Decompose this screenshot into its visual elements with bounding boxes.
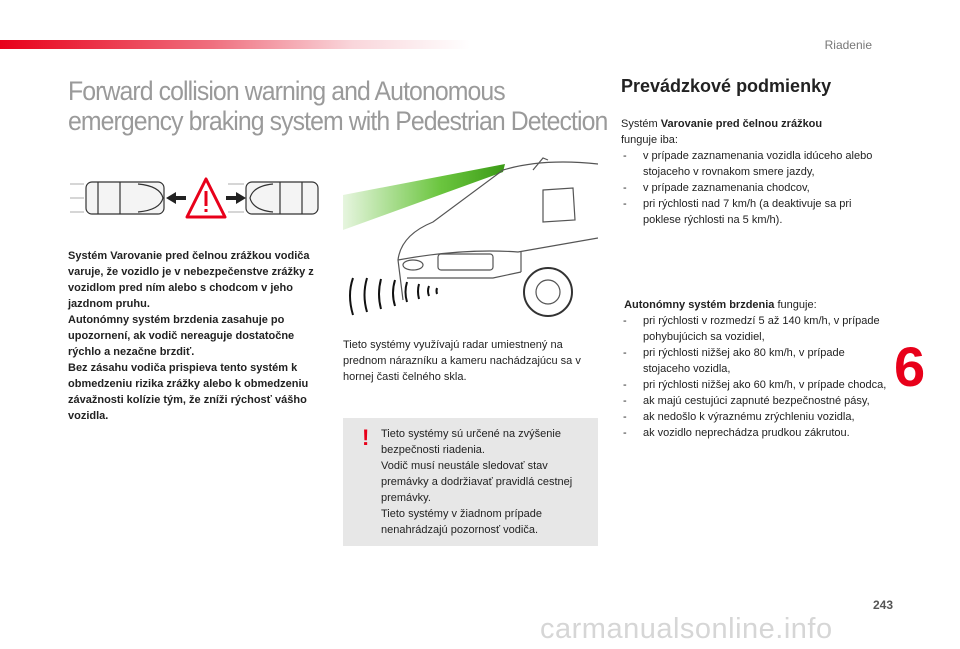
section-title: Riadenie bbox=[824, 38, 872, 52]
list-item: v prípade zaznamenania vozidla idúceho a… bbox=[621, 148, 881, 180]
fcw-intro-prefix: Systém bbox=[621, 118, 661, 130]
aeb-conditions: Autonómny systém brzdenia funguje: pri r… bbox=[621, 297, 891, 441]
fcw-intro: Systém Varovanie pred čelnou zrážkou fun… bbox=[621, 116, 881, 148]
van-right-icon bbox=[228, 181, 319, 215]
list-item: pri rýchlosti nad 7 km/h (a deaktivuje s… bbox=[621, 196, 881, 228]
warning-line: Tieto systémy v žiadnom prípade nenahrád… bbox=[381, 508, 542, 536]
system-description: Systém Varovanie pred čelnou zrážkou vod… bbox=[68, 248, 328, 424]
radar-camera-illustration bbox=[343, 157, 598, 317]
watermark: carmanualsonline.info bbox=[540, 613, 833, 645]
list-item: pri rýchlosti nižšej ako 60 km/h, v príp… bbox=[621, 377, 891, 393]
van-left-icon bbox=[70, 181, 165, 215]
description-paragraph: Systém Varovanie pred čelnou zrážkou vod… bbox=[68, 250, 314, 310]
list-item: ak nedošlo k výraznému zrýchleniu vozidl… bbox=[621, 409, 891, 425]
list-item: v prípade zaznamenania chodcov, bbox=[621, 180, 881, 196]
radar-waves bbox=[349, 277, 438, 316]
aeb-intro: Autonómny systém brzdenia funguje: bbox=[621, 297, 891, 313]
exclamation-icon: ! bbox=[362, 425, 370, 450]
camera-beam bbox=[343, 164, 505, 230]
warning-triangle-icon bbox=[185, 177, 227, 219]
warning-text: Tieto systémy sú určené na zvýšenie bezp… bbox=[381, 426, 591, 538]
warning-box: ! Tieto systémy sú určené na zvýšenie be… bbox=[343, 418, 598, 546]
operating-conditions-heading: Prevádzkové podmienky bbox=[621, 76, 832, 96]
page-title-line-2: emergency braking system with Pedestrian… bbox=[68, 106, 608, 136]
fcw-condition-list: v prípade zaznamenania vozidla idúceho a… bbox=[621, 148, 881, 228]
double-arrow-icon bbox=[166, 192, 246, 204]
aeb-condition-list: pri rýchlosti v rozmedzí 5 až 140 km/h, … bbox=[621, 313, 891, 441]
collision-warning-illustration bbox=[70, 177, 319, 219]
header-accent-bar bbox=[0, 40, 470, 49]
list-item: ak vozidlo neprechádza prudkou zákrutou. bbox=[621, 425, 891, 441]
chapter-number: 6 bbox=[894, 335, 926, 398]
fcw-intro-suffix: funguje iba: bbox=[621, 134, 678, 146]
description-paragraph: Autonómny systém brzdenia zasahuje po up… bbox=[68, 314, 295, 358]
page-title: Forward collision warning and Autonomous… bbox=[68, 76, 608, 136]
page-title-line-1: Forward collision warning and Autonomous bbox=[68, 76, 506, 106]
warning-line: Tieto systémy sú určené na zvýšenie bezp… bbox=[381, 428, 561, 456]
aeb-intro-suffix: funguje: bbox=[774, 299, 817, 311]
van-front-icon bbox=[397, 157, 598, 317]
aeb-system-name: Autonómny systém brzdenia bbox=[624, 299, 775, 311]
warning-line: Vodič musí neustále sledovať stav premáv… bbox=[381, 460, 573, 504]
fcw-conditions: Systém Varovanie pred čelnou zrážkou fun… bbox=[621, 116, 881, 228]
list-item: pri rýchlosti v rozmedzí 5 až 140 km/h, … bbox=[621, 313, 891, 345]
page-number: 243 bbox=[873, 598, 894, 612]
description-paragraph: Bez zásahu vodiča prispieva tento systém… bbox=[68, 362, 309, 422]
list-item: pri rýchlosti nižšej ako 80 km/h, v príp… bbox=[621, 345, 891, 377]
radar-description: Tieto systémy využívajú radar umiestnený… bbox=[343, 339, 581, 383]
fcw-system-name: Varovanie pred čelnou zrážkou bbox=[660, 118, 823, 130]
list-item: ak majú cestujúci zapnuté bezpečnostné p… bbox=[621, 393, 891, 409]
